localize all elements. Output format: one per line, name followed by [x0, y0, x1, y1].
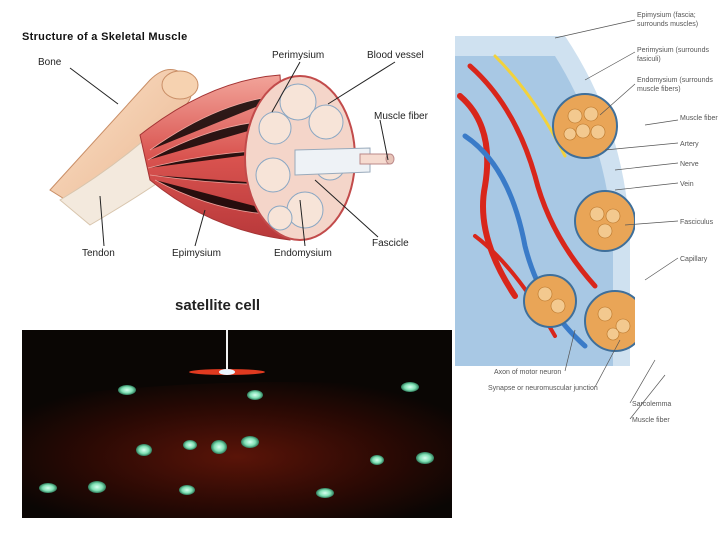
- label-muscle-fiber-top: Muscle fiber: [680, 115, 718, 122]
- label-tendon: Tendon: [82, 248, 115, 259]
- label-muscle-fiber: Muscle fiber: [374, 111, 428, 122]
- label-axon: Axon of motor neuron: [494, 369, 562, 376]
- label-fasciculus: Fasciculus: [680, 219, 714, 226]
- label-perimysium: Perimysium: [272, 50, 325, 61]
- nucleus: [118, 385, 136, 395]
- label-muscle-fiber-bottom: Muscle fiber: [632, 417, 670, 424]
- diagram-title: Structure of a Skeletal Muscle: [22, 31, 188, 43]
- label-epimysium: Epimysium: [172, 248, 221, 259]
- label-vein: Vein: [680, 181, 694, 188]
- left-leader-lines: [69, 61, 396, 247]
- right-leader-lines: [554, 19, 679, 420]
- skeletal-muscle-illustration: [49, 69, 395, 241]
- satellite-cell-micrograph: [22, 330, 452, 518]
- label-capillary: Capillary: [680, 256, 708, 263]
- label-perimysium-right: Perimysium (surrounds fasiculi): [637, 47, 709, 63]
- satellite-cell-label: satellite cell: [175, 297, 261, 314]
- muscle-bundle-illustration: [455, 36, 635, 366]
- label-bone: Bone: [38, 57, 62, 68]
- label-nerve: Nerve: [680, 161, 699, 168]
- label-fascicle: Fascicle: [372, 238, 409, 249]
- label-synapse: Synapse or neuromuscular junction: [488, 385, 598, 392]
- label-sarcolemma: Sarcolemma: [632, 401, 672, 408]
- label-endomysium: Endomysium: [274, 248, 332, 259]
- label-blood-vessel: Blood vessel: [367, 50, 424, 61]
- label-endomysium-right: Endomysium (surrounds muscle fibers): [637, 77, 713, 93]
- label-artery: Artery: [680, 141, 699, 148]
- fascicle-shape: [294, 147, 371, 176]
- label-epimysium-right: Epimysium (fascia; surrounds muscles): [637, 12, 699, 28]
